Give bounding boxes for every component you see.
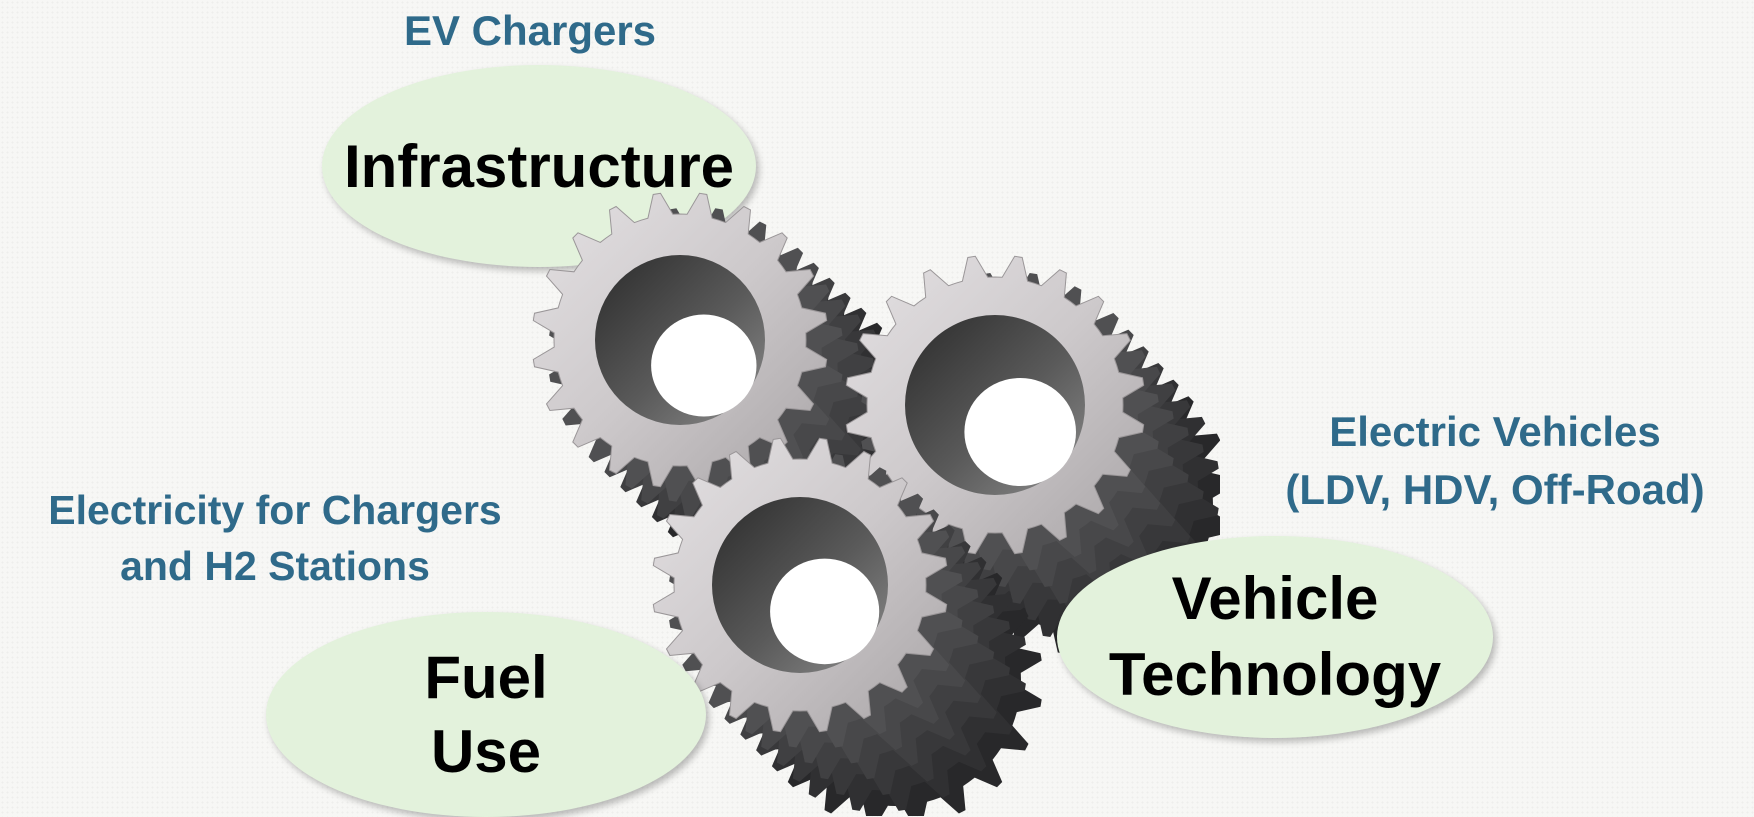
gear-icon <box>845 255 1220 654</box>
gear-icon <box>532 192 922 577</box>
vehicle-technology-label-line1: Vehicle <box>1171 565 1379 632</box>
infrastructure-label: Infrastructure <box>343 132 735 200</box>
electricity-caption-line1: Electricity for Chargers <box>48 487 502 533</box>
fuel-use-oval: Fuel Use <box>266 612 706 817</box>
electricity-caption-line2: and H2 Stations <box>120 543 430 589</box>
fuel-use-label-line1: Fuel <box>424 643 548 711</box>
gear-icon <box>652 437 1042 816</box>
vehicle-technology-label-line2: Technology <box>1108 641 1442 708</box>
electric-vehicles-caption-line2: (LDV, HDV, Off-Road) <box>1285 466 1705 513</box>
ev-chargers-caption: EV Chargers <box>403 7 657 54</box>
gears-illustration <box>532 192 1220 816</box>
electric-vehicles-caption: Electric Vehicles (LDV, HDV, Off-Road) <box>1240 403 1750 519</box>
vehicle-technology-oval: Vehicle Technology <box>1057 536 1493 738</box>
electric-vehicles-caption-line1: Electric Vehicles <box>1329 408 1661 455</box>
infrastructure-oval: Infrastructure <box>322 65 756 267</box>
fuel-use-label-line2: Use <box>430 717 542 785</box>
electricity-caption: Electricity for Chargers and H2 Stations <box>0 482 550 594</box>
